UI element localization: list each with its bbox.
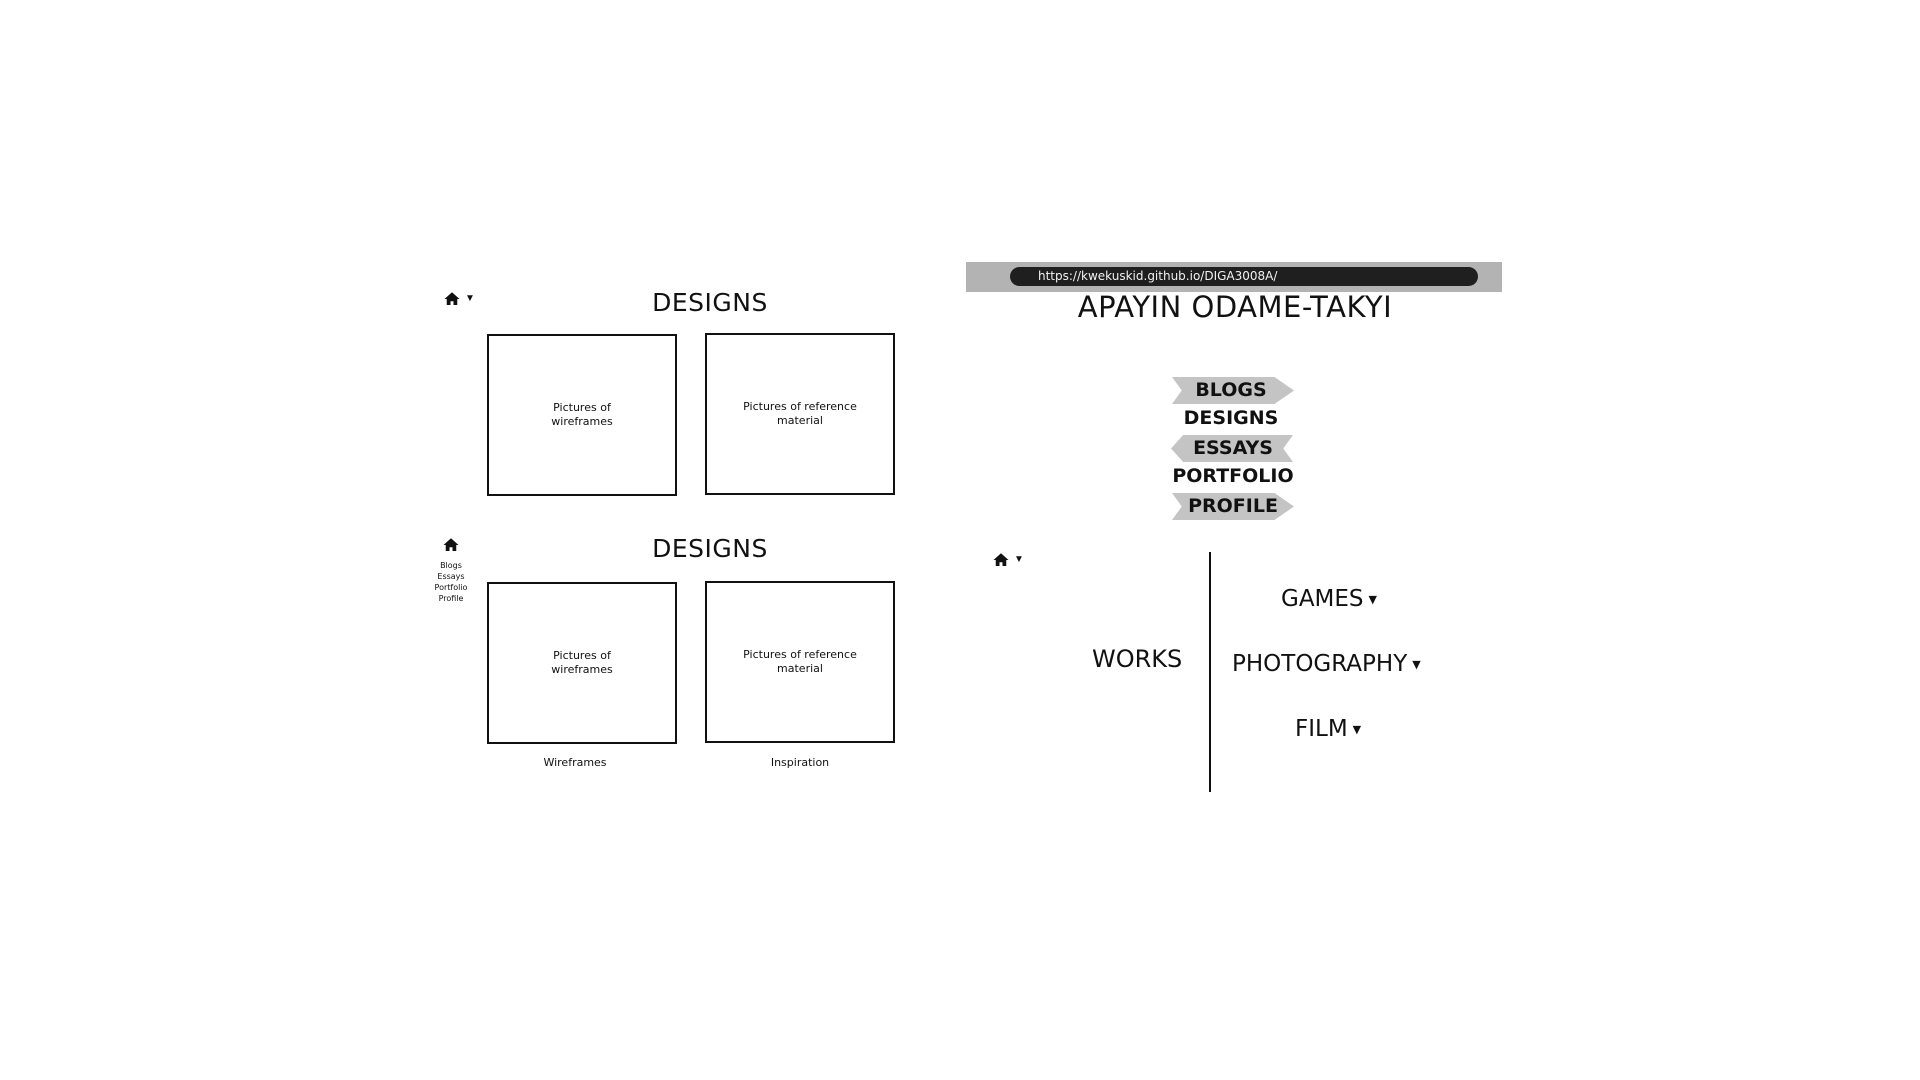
caret-down-icon[interactable]: ▼ — [1014, 554, 1024, 565]
home-dropdown[interactable]: ▼ — [992, 551, 1024, 569]
side-menu-item-portfolio[interactable]: Portfolio — [434, 583, 468, 592]
works-item-label: PHOTOGRAPHY — [1232, 651, 1408, 677]
wireframes-image-placeholder: Pictures of wireframes — [487, 582, 677, 744]
main-menu: BLOGS DESIGNS ESSAYS PORTFOLIO PROFILE — [1170, 376, 1296, 522]
page-title: DESIGNS — [652, 288, 768, 317]
side-menu-item-blogs[interactable]: Blogs — [440, 561, 462, 570]
divider-line — [1209, 552, 1211, 792]
caret-down-icon[interactable]: ▼ — [1368, 592, 1378, 606]
page-title: DESIGNS — [652, 534, 768, 563]
works-label: WORKS — [1092, 645, 1183, 673]
flag-shape — [1172, 493, 1294, 520]
side-menu: Blogs Essays Portfolio Profile — [430, 560, 472, 604]
site-name: APAYIN ODAME-TAKYI — [1077, 290, 1393, 324]
home-icon[interactable] — [992, 551, 1010, 569]
wireframes-image-placeholder: Pictures of wireframes — [487, 334, 677, 496]
works-item-label: FILM — [1295, 716, 1348, 742]
works-item-photography[interactable]: PHOTOGRAPHY ▼ — [1232, 651, 1421, 677]
placeholder-text: Pictures of wireframes — [551, 649, 613, 676]
caption-wireframes: Wireframes — [543, 756, 607, 769]
caret-down-icon[interactable]: ▼ — [465, 293, 475, 304]
caption-inspiration: Inspiration — [770, 756, 830, 769]
menu-item-essays[interactable]: ESSAYS — [1193, 437, 1273, 459]
caret-down-icon[interactable]: ▼ — [1352, 722, 1362, 736]
flag-shape — [1172, 377, 1294, 404]
menu-item-designs[interactable]: DESIGNS — [1183, 407, 1279, 429]
menu-item-blogs[interactable]: BLOGS — [1195, 379, 1267, 401]
side-menu-item-essays[interactable]: Essays — [437, 572, 465, 581]
menu-item-profile[interactable]: PROFILE — [1188, 495, 1278, 517]
works-item-games[interactable]: GAMES ▼ — [1281, 586, 1377, 612]
reference-image-placeholder: Pictures of reference material — [705, 333, 895, 495]
works-item-label: GAMES — [1281, 586, 1364, 612]
works-item-film[interactable]: FILM ▼ — [1295, 716, 1361, 742]
reference-image-placeholder: Pictures of reference material — [705, 581, 895, 743]
side-menu-item-profile[interactable]: Profile — [438, 594, 464, 603]
caret-down-icon[interactable]: ▼ — [1412, 657, 1421, 671]
home-dropdown[interactable]: ▼ — [443, 290, 475, 308]
flag-shape — [1171, 435, 1293, 462]
home-icon[interactable] — [442, 536, 460, 554]
placeholder-text: Pictures of reference material — [743, 648, 857, 675]
url-field[interactable]: https://kwekuskid.github.io/DIGA3008A/ — [1010, 267, 1478, 286]
menu-item-portfolio[interactable]: PORTFOLIO — [1172, 465, 1294, 487]
wireframe-designs-a: ▼ DESIGNS Pictures of wireframes Picture… — [440, 286, 900, 502]
placeholder-text: Pictures of wireframes — [551, 401, 613, 428]
placeholder-text: Pictures of reference material — [743, 400, 857, 427]
home-icon[interactable] — [443, 290, 461, 308]
wireframe-designs-b: Blogs Essays Portfolio Profile DESIGNS P… — [430, 534, 900, 779]
browser-address-bar: https://kwekuskid.github.io/DIGA3008A/ — [966, 262, 1502, 292]
